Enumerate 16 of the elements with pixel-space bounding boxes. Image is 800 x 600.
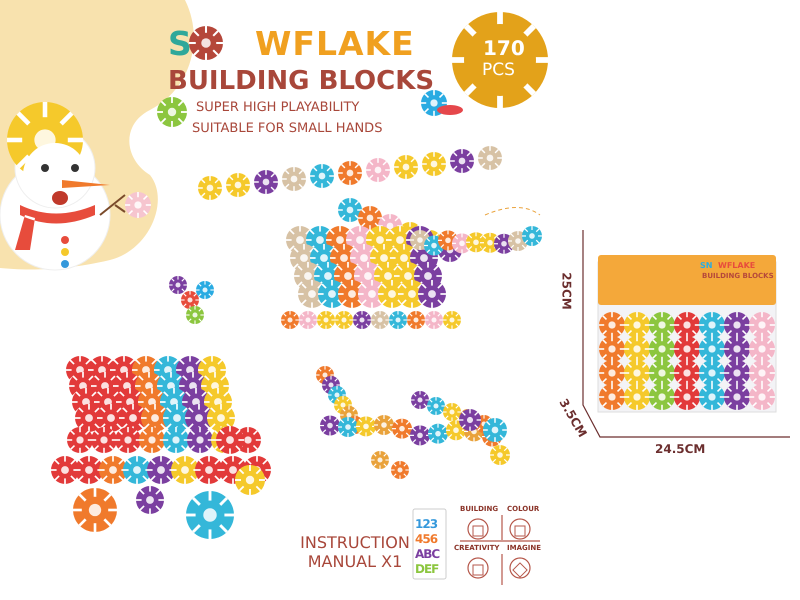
tagline-text: SUITABLE FOR SMALL HANDS bbox=[192, 122, 382, 135]
badge-text: PCS bbox=[482, 62, 515, 79]
title-text: WFLAKE bbox=[255, 27, 415, 60]
manual-caption: INSTRUCTION MANUAL X1 bbox=[300, 533, 410, 572]
manual-sample-text: ABC bbox=[415, 548, 440, 560]
tagline-text: SUPER HIGH PLAYABILITY bbox=[196, 101, 360, 114]
badge-number: 170 bbox=[483, 38, 525, 58]
manual-sample-text: DEF bbox=[415, 563, 438, 575]
dimension-label: 25CM bbox=[560, 272, 573, 310]
manual-sample-text: 123 bbox=[415, 518, 438, 530]
dimension-label: 24.5CM bbox=[655, 443, 706, 455]
subtitle-text: BUILDING BLOCKS bbox=[168, 68, 434, 94]
package-title: SN bbox=[700, 262, 712, 270]
package-title: WFLAKE bbox=[718, 262, 756, 270]
title-text: S bbox=[168, 27, 192, 60]
manual-sample-text: 456 bbox=[415, 533, 438, 545]
